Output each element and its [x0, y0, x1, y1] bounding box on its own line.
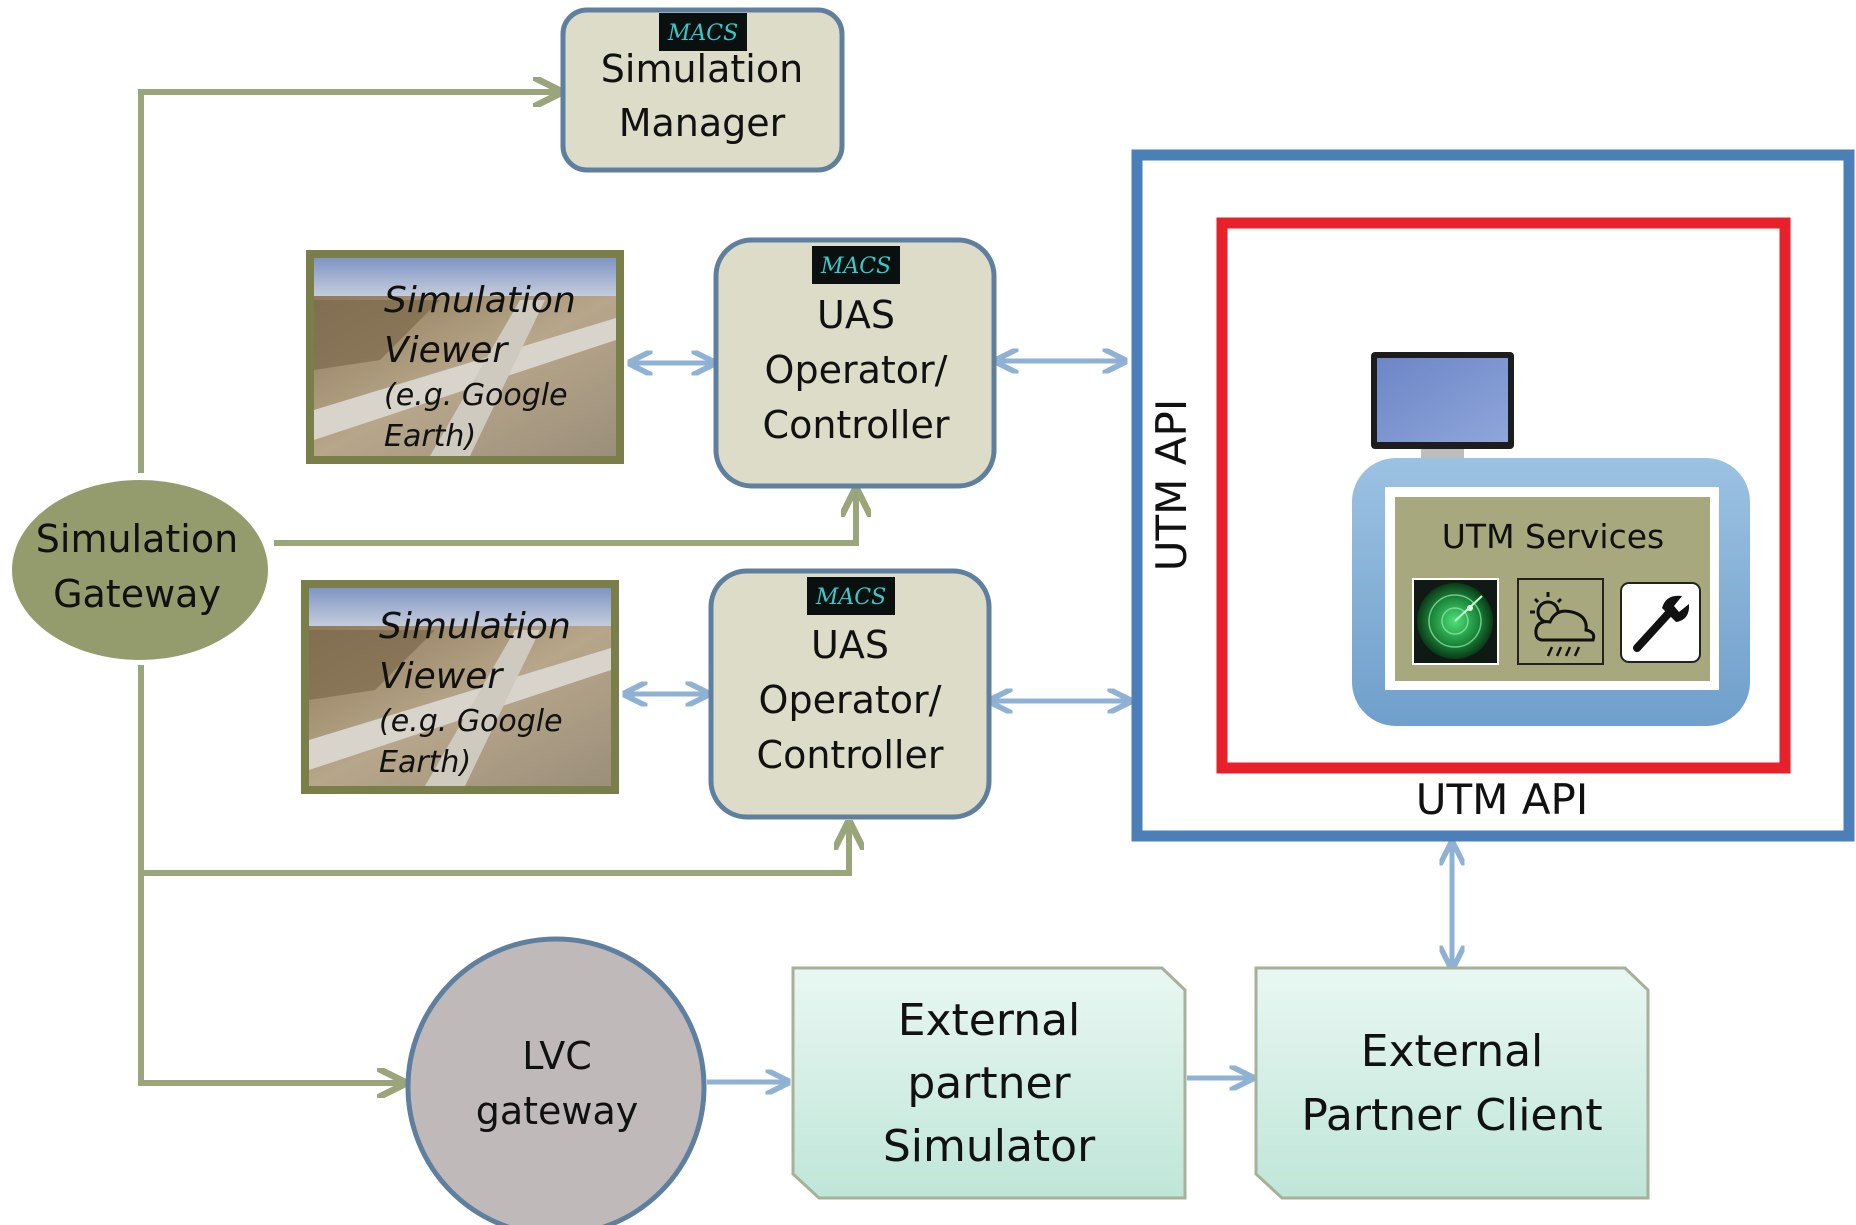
utm-api-bottom-label: UTM API	[1416, 775, 1588, 824]
viewer-top-runway	[314, 318, 616, 440]
viewer-top-sky	[314, 258, 616, 298]
viewer-bottom-line1: Simulation	[379, 606, 571, 647]
viewer-bottom-field	[309, 630, 435, 700]
lvc-gateway: LVC gateway	[405, 936, 707, 1225]
viewer-top-field	[314, 300, 440, 370]
blue-connectors	[625, 361, 1452, 1082]
utm-system: UTM API UTM API UTM Services	[1131, 149, 1855, 842]
lvc-gateway-line1: LVC	[522, 1034, 592, 1078]
viewer-bottom-sky	[309, 588, 611, 628]
monitor-icon	[1371, 352, 1514, 480]
uas-bottom-line1: UAS	[811, 623, 889, 667]
arrow-gateway-to-uas-bottom	[138, 665, 849, 876]
viewer-bottom-line4: Earth)	[379, 745, 471, 780]
uas-bottom-line2: Operator/	[759, 678, 942, 722]
uas-top-line1: UAS	[817, 293, 895, 337]
uas-operator-top: MACS UAS Operator/ Controller	[713, 237, 997, 489]
external-simulator-line3: Simulator	[883, 1121, 1096, 1172]
external-partner-simulator: External partner Simulator	[791, 966, 1187, 1200]
macs-logo-text: MACS	[667, 21, 738, 46]
viewer-bottom-runway	[309, 648, 611, 770]
simulation-viewer-top: Simulation Viewer (e.g. Google Earth)	[306, 250, 624, 464]
arrow-gateway-to-lvc	[138, 873, 404, 1083]
olive-connectors	[138, 92, 856, 1083]
utm-inner-box	[1216, 217, 1791, 774]
utm-api-outer-box	[1131, 149, 1855, 842]
arrow-gateway-to-uas-top	[274, 490, 856, 546]
viewer-top-line2: Viewer	[384, 330, 509, 371]
macs-logo-text: MACS	[815, 585, 886, 610]
external-client-line1: External	[1361, 1026, 1544, 1077]
viewer-top-line1: Simulation	[384, 280, 576, 321]
radar-icon	[1412, 578, 1499, 665]
simulation-gateway-line1: Simulation	[36, 517, 238, 561]
simulation-viewer-bottom: Simulation Viewer (e.g. Google Earth)	[301, 580, 619, 794]
viewer-bottom-line2: Viewer	[379, 656, 504, 697]
utm-api-vertical-label: UTM API	[1147, 399, 1196, 571]
viewer-bottom-runway2	[425, 630, 540, 786]
external-partner-client: External Partner Client	[1254, 966, 1650, 1200]
arrow-gateway-to-manager	[138, 92, 560, 473]
uas-operator-bottom: MACS UAS Operator/ Controller	[708, 568, 992, 820]
viewer-top-runway2	[430, 300, 545, 456]
external-simulator-line1: External	[898, 995, 1081, 1046]
simulation-gateway-line2: Gateway	[53, 572, 221, 616]
simulation-manager-line2: Manager	[619, 101, 786, 145]
uas-top-line2: Operator/	[765, 348, 948, 392]
macs-logo-text: MACS	[820, 254, 891, 279]
weather-icon	[1517, 578, 1604, 665]
viewer-top-line3: (e.g. Google	[384, 378, 568, 413]
simulation-manager: MACS Simulation Manager	[560, 7, 845, 173]
utm-services-label: UTM Services	[1442, 517, 1664, 556]
macs-logo	[659, 13, 747, 51]
simulation-gateway: Simulation Gateway	[12, 480, 268, 660]
external-client-line2: Partner Client	[1301, 1090, 1602, 1141]
uas-top-line3: Controller	[763, 403, 950, 447]
lvc-gateway-line2: gateway	[476, 1089, 639, 1133]
macs-logo	[812, 246, 900, 284]
macs-logo	[807, 577, 895, 615]
wrench-icon	[1620, 582, 1701, 663]
simulation-manager-line1: Simulation	[601, 47, 803, 91]
viewer-top-line4: Earth)	[384, 419, 476, 454]
uas-bottom-line3: Controller	[757, 733, 944, 777]
viewer-bottom-line3: (e.g. Google	[379, 704, 563, 739]
external-simulator-line2: partner	[907, 1058, 1071, 1109]
